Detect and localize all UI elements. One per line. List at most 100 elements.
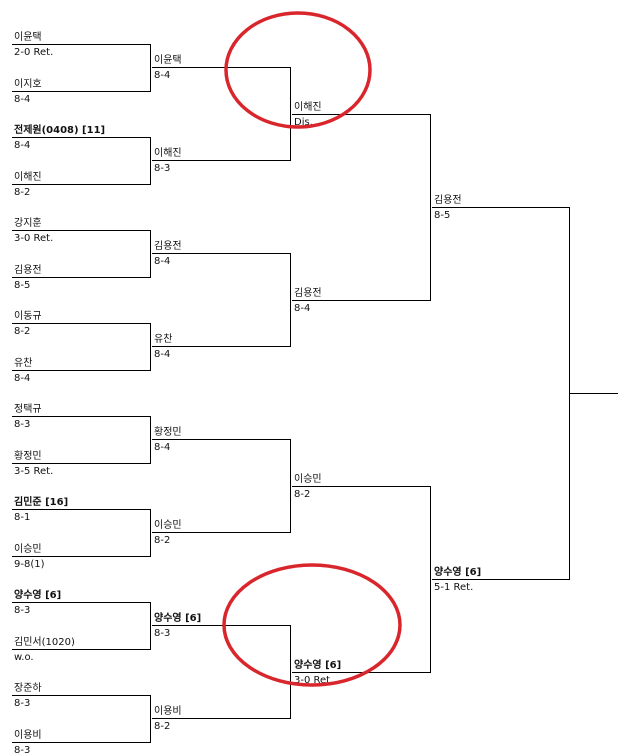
- bracket-line-r1-9: [12, 462, 150, 464]
- bracket-line-r2-5: [152, 532, 290, 534]
- match-score-r1-14: 8-3: [14, 698, 31, 709]
- player-name-r1-3[interactable]: 이해진: [14, 171, 42, 183]
- player-name-r1-2[interactable]: 전제원(0408) [11]: [14, 125, 106, 136]
- bracket-connector-r3-0: [430, 113, 431, 301]
- bracket-line-r1-15: [12, 741, 150, 743]
- bracket-line-r2-1: [152, 160, 290, 162]
- match-score-r2-5: 8-2: [154, 535, 171, 547]
- bracket-line-r1-6: [12, 323, 150, 324]
- bracket-connector-r1-6: [150, 602, 151, 650]
- bracket-line-r2-3: [152, 346, 290, 348]
- match-score-r2-1: 8-3: [154, 163, 171, 175]
- match-score-r2-6: 8-3: [154, 628, 171, 640]
- match-score-r1-11: 9-8(1): [14, 558, 45, 570]
- bracket-line-r3-0: [292, 113, 430, 115]
- player-name-r1-11[interactable]: 이승민: [14, 543, 42, 555]
- player-name-r2-7[interactable]: 이용비: [154, 706, 182, 718]
- player-name-r1-1[interactable]: 이지호: [14, 78, 42, 90]
- match-score-r2-4: 8-4: [154, 442, 171, 454]
- player-name-r1-12[interactable]: 양수영 [6]: [14, 590, 62, 601]
- match-score-r1-13: w.o.: [14, 651, 34, 663]
- highlight-circle-top: [224, 11, 372, 129]
- bracket-line-r2-2: [152, 253, 290, 255]
- bracket-line-r2-0: [152, 67, 290, 69]
- match-score-r1-2: 8-4: [14, 140, 31, 151]
- match-score-r1-6: 8-2: [14, 326, 31, 337]
- player-name-r2-3[interactable]: 유찬: [154, 334, 173, 346]
- bracket-line-r1-8: [12, 416, 150, 417]
- match-score-r3-3: 3-0 Ret.: [294, 674, 334, 686]
- player-name-r1-10[interactable]: 김민준 [16]: [14, 497, 69, 508]
- player-name-r1-8[interactable]: 정택규: [14, 404, 42, 415]
- bracket-line-r1-3: [12, 183, 150, 185]
- player-name-r2-1[interactable]: 이해진: [154, 148, 182, 160]
- match-score-r1-12: 8-3: [14, 605, 31, 616]
- match-score-r1-7: 8-4: [14, 372, 31, 384]
- match-score-r2-0: 8-4: [154, 70, 171, 82]
- player-name-r1-14[interactable]: 장준하: [14, 683, 42, 694]
- player-name-r1-7[interactable]: 유찬: [14, 357, 33, 369]
- player-name-r2-4[interactable]: 황정민: [154, 427, 182, 439]
- match-score-r2-3: 8-4: [154, 349, 171, 361]
- bracket-line-r1-10: [12, 509, 150, 510]
- player-name-r2-0[interactable]: 이윤택: [154, 55, 182, 67]
- match-score-r4-0: 8-5: [434, 209, 451, 221]
- player-name-r4-0[interactable]: 김용전: [434, 194, 462, 206]
- highlight-circle-bottom: [222, 563, 402, 687]
- bracket-connector-r1-4: [150, 416, 151, 464]
- player-name-r2-5[interactable]: 이승민: [154, 520, 182, 532]
- bracket-line-r1-7: [12, 369, 150, 371]
- match-score-r4-1: 5-1 Ret.: [434, 581, 474, 593]
- bracket-line-r2-4: [152, 439, 290, 441]
- bracket-line-r1-14: [12, 695, 150, 696]
- match-score-r1-5: 8-5: [14, 279, 31, 291]
- player-name-r4-1[interactable]: 양수영 [6]: [434, 566, 482, 578]
- bracket-line-r1-11: [12, 555, 150, 557]
- bracket-line-r1-2: [12, 137, 150, 138]
- bracket-connector-r1-5: [150, 509, 151, 557]
- bracket-connector-r3-1: [430, 485, 431, 673]
- bracket-connector-r1-3: [150, 323, 151, 371]
- player-name-r1-15[interactable]: 이용비: [14, 729, 42, 741]
- match-score-r1-10: 8-1: [14, 512, 31, 523]
- bracket-connector-r1-1: [150, 137, 151, 185]
- match-score-r1-9: 3-5 Ret.: [14, 465, 54, 477]
- match-score-r1-15: 8-3: [14, 744, 31, 756]
- player-name-r1-6[interactable]: 이동규: [14, 311, 42, 322]
- bracket-connector-r2-2: [290, 439, 291, 534]
- player-name-r2-6[interactable]: 양수영 [6]: [154, 613, 202, 625]
- bracket-connector-r2-0: [290, 67, 291, 162]
- player-name-r1-9[interactable]: 황정민: [14, 450, 42, 462]
- highlight-circles: [222, 11, 402, 687]
- player-name-r3-1[interactable]: 김용전: [294, 287, 322, 299]
- match-score-r1-0: 2-0 Ret.: [14, 47, 54, 58]
- bracket-line-r1-13: [12, 648, 150, 650]
- match-score-r3-0: Dis.: [294, 116, 313, 128]
- match-score-r1-3: 8-2: [14, 186, 31, 198]
- bracket-line-r1-0: [12, 44, 150, 45]
- player-name-r1-0[interactable]: 이윤택: [14, 32, 42, 43]
- player-name-r2-2[interactable]: 김용전: [154, 241, 182, 253]
- player-name-r3-0[interactable]: 이해진: [294, 101, 322, 113]
- tournament-bracket: 이윤택 2-0 Ret. 이지호 8-4 전제원(0408) [11] 8-4 이해진 8-2…: [12, 32, 618, 756]
- bracket-line-r3-3: [292, 671, 430, 673]
- match-score-r2-2: 8-4: [154, 256, 171, 268]
- bracket-connector-r2-3: [290, 625, 291, 720]
- bracket-connector-r1-7: [150, 695, 151, 743]
- match-score-r1-8: 8-3: [14, 419, 31, 430]
- player-name-r3-2[interactable]: 이승민: [294, 473, 322, 485]
- match-score-r1-4: 3-0 Ret.: [14, 233, 54, 244]
- bracket-line-final: [569, 392, 618, 394]
- player-name-r1-5[interactable]: 김용전: [14, 264, 42, 276]
- player-name-r3-3[interactable]: 양수영 [6]: [294, 659, 342, 671]
- bracket-line-r4-1: [432, 578, 569, 580]
- bracket-line-r4-0: [432, 206, 569, 208]
- bracket-connector-r1-0: [150, 44, 151, 92]
- bracket-line-r3-1: [292, 299, 430, 301]
- bracket-line-r1-4: [12, 230, 150, 231]
- bracket-line-r2-7: [152, 718, 290, 720]
- player-name-r1-13[interactable]: 김민서(1020): [14, 636, 75, 648]
- player-name-r1-4[interactable]: 강지훈: [14, 218, 42, 229]
- match-score-r3-1: 8-4: [294, 302, 311, 314]
- match-score-r1-1: 8-4: [14, 93, 31, 105]
